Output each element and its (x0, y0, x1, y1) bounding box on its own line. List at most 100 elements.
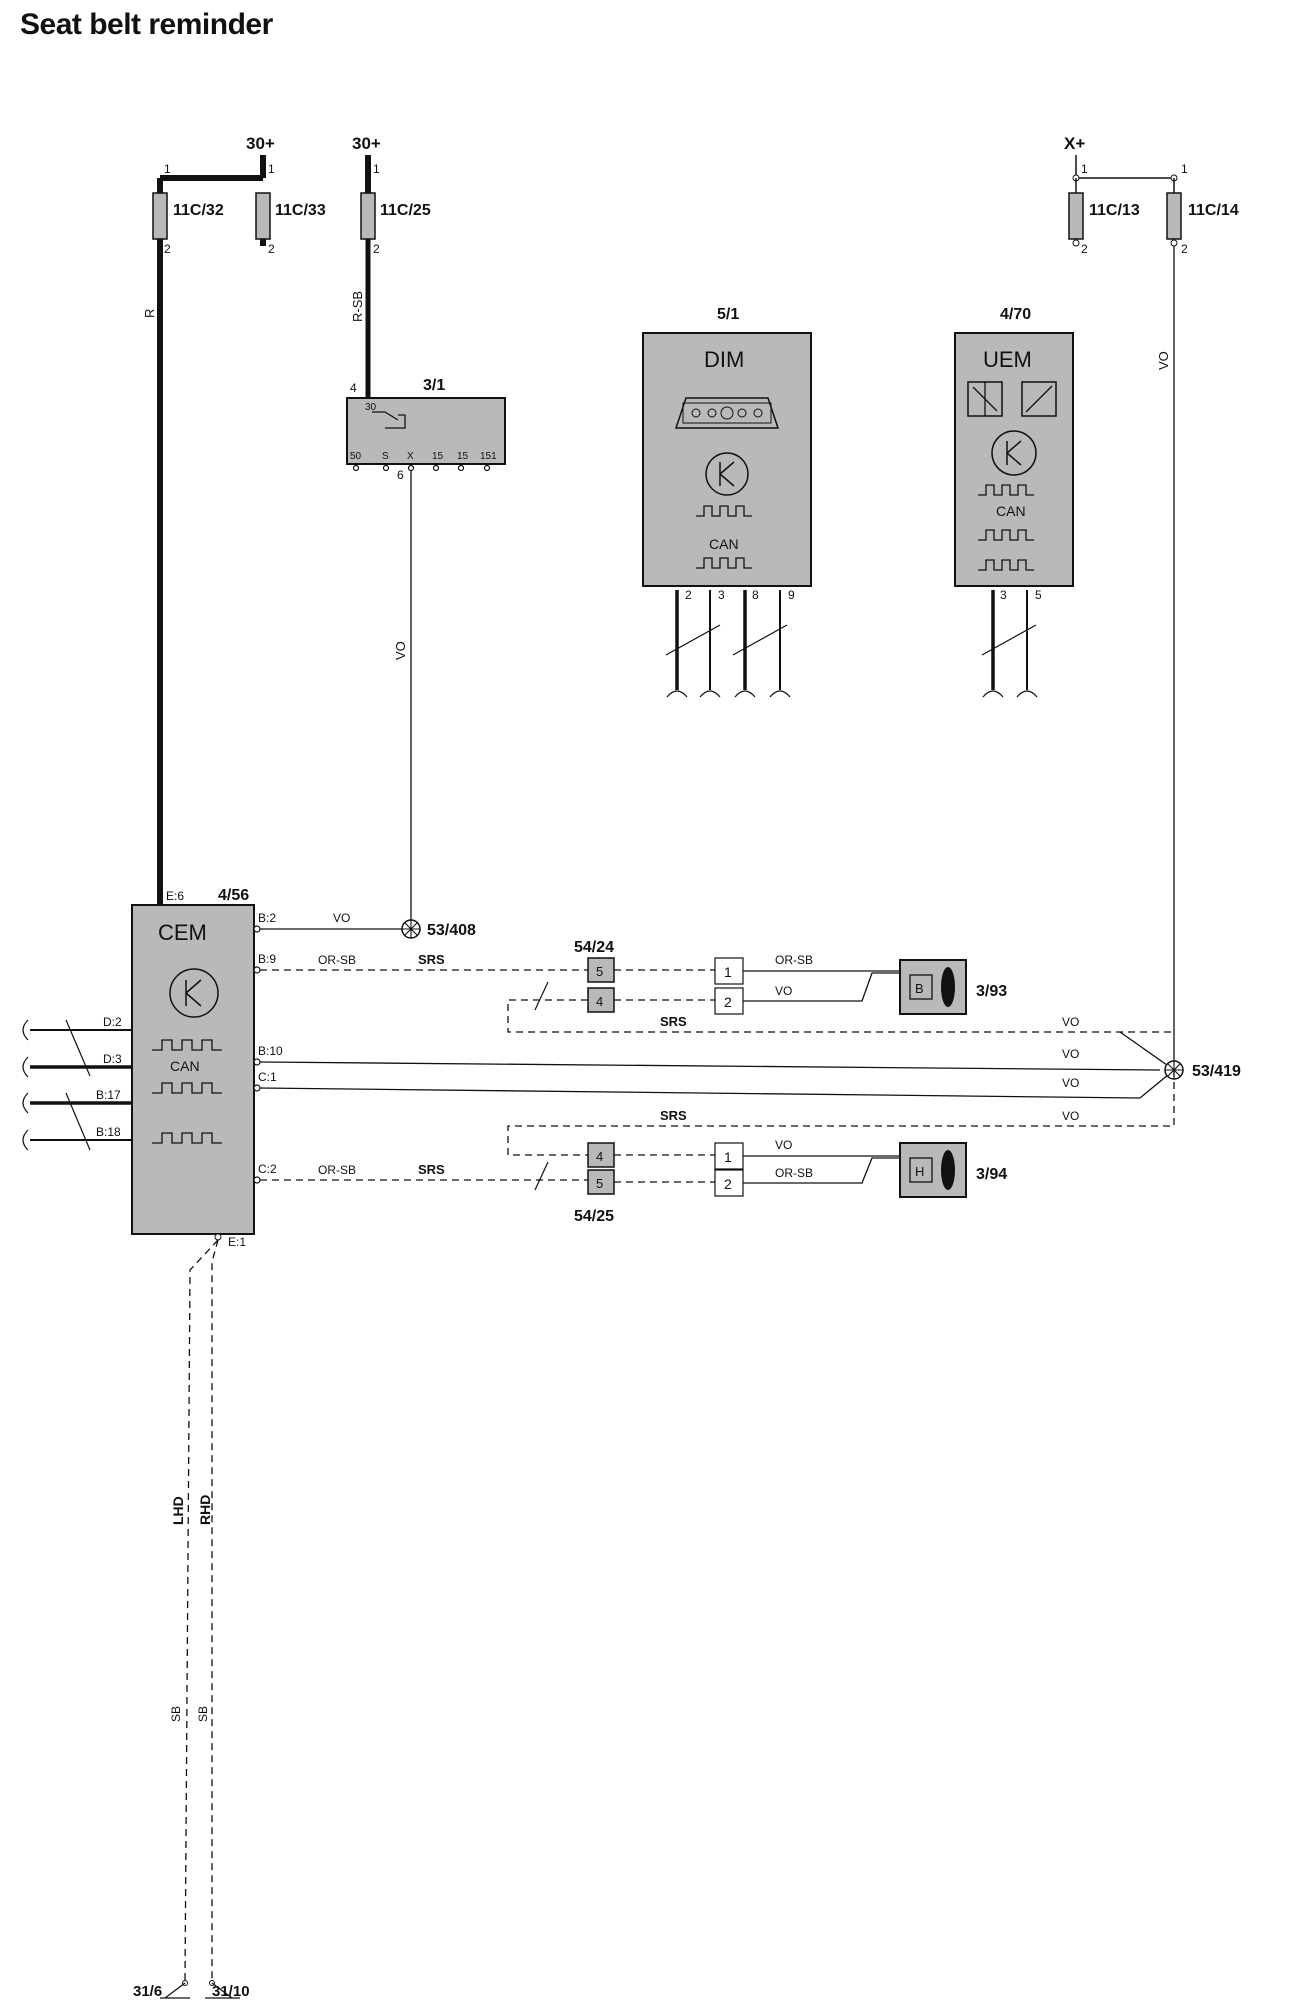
dim-can-label: CAN (709, 536, 739, 552)
fuse-11c-32-label: 11C/32 (173, 202, 224, 219)
wire-label-or-sb: OR-SB (318, 953, 356, 967)
wire-vo-b10 (259, 1061, 1161, 1071)
cem-pin-e1: E:1 (228, 1235, 246, 1249)
splice-53-419-label: 53/419 (1192, 1063, 1241, 1080)
diagram-title: Seat belt reminder (20, 8, 273, 41)
ignition-terminal: 30 (365, 402, 377, 413)
sensor-3-94-label: 3/94 (976, 1166, 1007, 1183)
cem-transistor-icon (169, 968, 219, 1018)
wire-label-r: R (142, 309, 157, 318)
connector-54-25-pin4 (587, 1142, 615, 1168)
wire-label-vo: VO (775, 1138, 792, 1152)
dim-display-icon (674, 397, 780, 429)
wire-label-vo: VO (1156, 351, 1171, 370)
fuse-pin: 2 (1181, 242, 1188, 256)
dim-ref: 5/1 (717, 306, 739, 323)
fuse-11c-33-label: 11C/33 (275, 202, 326, 219)
splice-53-408-label: 53/408 (427, 922, 476, 939)
wire-label-or-sb: OR-SB (775, 1166, 813, 1180)
uem-signal-icon (978, 484, 1034, 496)
fuse-pin: 1 (1081, 162, 1088, 176)
wire-label-sb: SB (196, 1706, 210, 1722)
wire-label-srs: SRS (418, 1162, 445, 1177)
wire-label-rhd: RHD (197, 1495, 213, 1525)
ground-31-10-icon (205, 1980, 240, 1999)
wire-srs-lower (507, 1070, 1175, 1156)
ignition-terminal: 50 (350, 451, 362, 462)
ignition-terminal: X (407, 451, 414, 462)
ignition-pin-out: 6 (397, 468, 404, 482)
dim-signal-icon (696, 505, 752, 517)
dim-pin-label: 2 (685, 588, 692, 602)
fuse-11c-14 (1166, 192, 1182, 240)
wire-label-srs: SRS (660, 1108, 687, 1123)
supply-30-label: 30+ (352, 134, 381, 153)
supply-30-left: 30+ 1 1 (157, 134, 275, 193)
ignition-pin-in: 4 (350, 381, 357, 395)
dim-pins: 2 3 8 9 (665, 588, 795, 698)
connector-54-24-ref: 54/24 (574, 939, 614, 956)
fuse-pin: 2 (164, 242, 171, 256)
cem-signal-icon (152, 1082, 222, 1094)
wire-label-srs: SRS (660, 1014, 687, 1029)
dim-signal-icon (696, 557, 752, 569)
fuse-11c-32 (152, 192, 168, 240)
cem-pin-label: B:18 (96, 1125, 121, 1139)
connector-54-25-pin5 (587, 1169, 615, 1195)
wire-label-vo: VO (1062, 1047, 1079, 1061)
dim-pin-label: 8 (752, 588, 759, 602)
seat-belt-sensor-3-93: B (899, 959, 967, 1015)
sensor-letter: B (915, 981, 924, 996)
connector-54-25-ref: 54/25 (574, 1208, 614, 1225)
uem-pins: 3 5 (981, 588, 1042, 698)
uem-relay-icon (967, 381, 1057, 417)
splice-53-408 (401, 919, 421, 939)
ignition-terminal: 15 (457, 451, 469, 462)
fuse-pin: 1 (268, 162, 275, 176)
uem-name: UEM (983, 347, 1032, 372)
ignition-terminal: 15 (432, 451, 444, 462)
supply-30-label: 30+ (246, 134, 275, 153)
sensor-3-93-label: 3/93 (976, 983, 1007, 1000)
fuse-11c-13 (1068, 192, 1084, 240)
fuse-11c-33 (255, 192, 271, 240)
wire-vo-c1 (259, 1087, 1141, 1099)
plug-pin-label: 2 (724, 994, 732, 1010)
cem-name: CEM (158, 920, 207, 945)
supply-x-label: X+ (1064, 134, 1085, 153)
seat-belt-sensor-3-94: H (899, 1142, 967, 1198)
wire-label-vo: VO (1062, 1109, 1079, 1123)
wire-label-vo: VO (333, 911, 350, 925)
ignition-switch-ref: 3/1 (423, 377, 445, 394)
dim-name: DIM (704, 347, 744, 372)
connector-pin-label: 4 (596, 1149, 603, 1164)
cem-left-pins: D:2 D:3 B:17 B:18 (22, 1015, 132, 1151)
fuse-11c-14-label: 11C/14 (1188, 202, 1239, 219)
ground-31-6-label: 31/6 (133, 1983, 162, 2000)
cem-pin-c1: C:1 (258, 1070, 277, 1084)
wire-label-vo: VO (393, 641, 408, 660)
uem-ref: 4/70 (1000, 306, 1031, 323)
uem-transistor-icon (991, 430, 1037, 476)
connector-54-24-pin4 (587, 987, 615, 1013)
ignition-switch (346, 397, 506, 465)
fuse-pin: 1 (373, 162, 380, 176)
wire-sb-rhd (211, 1239, 219, 1980)
dim-transistor-icon (705, 452, 749, 496)
wire-label-vo: VO (1062, 1076, 1079, 1090)
wire-srs-upper (507, 999, 1174, 1033)
connector-pin-label: 5 (596, 964, 603, 979)
connector-pin-label: 5 (596, 1176, 603, 1191)
wire-label-srs: SRS (418, 952, 445, 967)
wire-sb-lhd (184, 1239, 219, 1981)
connector-54-24-pin5 (587, 957, 615, 983)
cem-pin-c2: C:2 (258, 1162, 277, 1176)
cem-pin-label: D:3 (103, 1052, 122, 1066)
plug-pin-1 (714, 957, 744, 985)
fuse-pin: 1 (1181, 162, 1188, 176)
uem-signal-icon (978, 529, 1034, 541)
fuse-pin: 2 (268, 242, 275, 256)
cem-pin-b10: B:10 (258, 1044, 283, 1058)
ground-31-10-label: 31/10 (212, 1983, 250, 2000)
